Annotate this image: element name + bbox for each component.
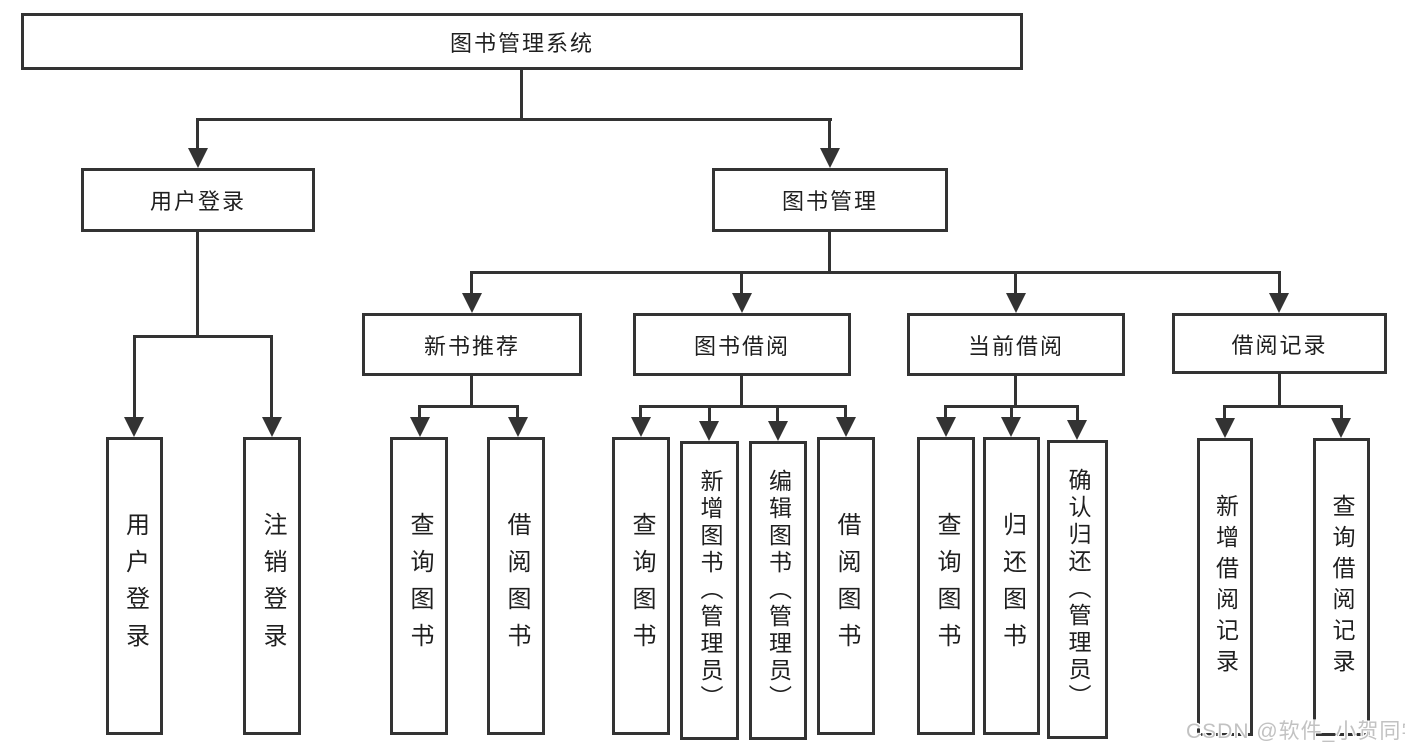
leaf-label: 确认归还（管理员） — [1065, 468, 1091, 711]
connector-line — [639, 405, 847, 408]
leaf-label: 查询图书 — [406, 512, 433, 660]
arrow-down-icon — [410, 417, 430, 437]
leaf-borrow-books-recommend: 借阅图书 — [487, 437, 545, 735]
connector-line — [196, 118, 199, 150]
leaf-label: 新增图书（管理员） — [697, 469, 723, 712]
connector-line — [520, 70, 523, 118]
connector-line — [196, 118, 832, 121]
arrow-down-icon — [820, 148, 840, 168]
node-label: 图书管理 — [781, 189, 878, 214]
connector-line — [776, 405, 779, 421]
node-label: 借阅记录 — [1231, 332, 1328, 358]
leaf-logout: 注销登录 — [243, 437, 301, 735]
arrow-down-icon — [1215, 418, 1235, 438]
watermark: CSDN @软件_小贺同学 — [1186, 720, 1405, 743]
connector-line — [1076, 405, 1079, 420]
arrow-down-icon — [508, 417, 528, 437]
leaf-label: 用户登录 — [121, 512, 149, 660]
connector-line — [270, 335, 273, 417]
arrow-down-icon — [462, 293, 482, 313]
connector-line — [1014, 271, 1017, 295]
leaf-add-books-admin: 新增图书（管理员） — [680, 441, 739, 740]
leaf-label: 借阅图书 — [833, 512, 860, 660]
node-label: 用户登录 — [149, 189, 246, 214]
connector-line — [740, 376, 743, 407]
connector-line — [133, 335, 136, 417]
node-current-borrow: 当前借阅 — [907, 313, 1125, 376]
arrow-down-icon — [124, 417, 144, 437]
node-label: 当前借阅 — [967, 333, 1064, 359]
connector-line — [1340, 405, 1343, 418]
arrow-down-icon — [188, 148, 208, 168]
connector-line — [196, 232, 199, 337]
leaf-query-books-recommend: 查询图书 — [390, 437, 448, 735]
leaf-query-books-borrow: 查询图书 — [612, 437, 670, 735]
connector-line — [470, 271, 473, 295]
connector-line — [944, 405, 947, 417]
leaf-label: 新增借阅记录 — [1212, 494, 1239, 680]
connector-line — [470, 376, 473, 407]
connector-line — [1278, 271, 1281, 295]
connector-line — [1014, 376, 1017, 407]
leaf-label: 注销登录 — [259, 512, 286, 660]
node-borrow-records: 借阅记录 — [1172, 313, 1387, 374]
arrow-down-icon — [1001, 417, 1021, 437]
arrow-down-icon — [836, 417, 856, 437]
leaf-query-borrow-record: 查询借阅记录 — [1313, 438, 1370, 736]
leaf-label: 查询借阅记录 — [1329, 494, 1355, 680]
leaf-add-borrow-record: 新增借阅记录 — [1197, 438, 1253, 736]
leaf-label: 查询图书 — [933, 512, 960, 660]
connector-line — [708, 405, 711, 421]
connector-line — [470, 271, 1281, 274]
connector-line — [639, 405, 642, 417]
leaf-label: 查询图书 — [628, 512, 655, 660]
connector-line — [418, 405, 421, 417]
leaf-label: 归还图书 — [998, 512, 1026, 660]
leaf-label: 编辑图书（管理员） — [765, 469, 792, 712]
leaf-user-login: 用户登录 — [106, 437, 163, 735]
node-label: 图书借阅 — [693, 333, 790, 359]
leaf-query-books-current: 查询图书 — [917, 437, 975, 735]
leaf-confirm-return-admin: 确认归还（管理员） — [1047, 440, 1108, 739]
connector-line — [516, 405, 519, 417]
arrow-down-icon — [768, 421, 788, 441]
arrow-down-icon — [699, 421, 719, 441]
arrow-down-icon — [1269, 293, 1289, 313]
leaf-borrow-books: 借阅图书 — [817, 437, 875, 735]
connector-line — [1010, 405, 1013, 417]
connector-line — [418, 405, 519, 408]
leaf-label: 借阅图书 — [503, 512, 530, 660]
arrow-down-icon — [631, 417, 651, 437]
node-book-management: 图书管理 — [712, 168, 948, 232]
leaf-edit-books-admin: 编辑图书（管理员） — [749, 441, 807, 740]
leaf-return-books: 归还图书 — [983, 437, 1040, 735]
connector-line — [828, 118, 831, 150]
arrow-down-icon — [732, 293, 752, 313]
node-label: 新书推荐 — [423, 333, 520, 359]
node-user-login: 用户登录 — [81, 168, 315, 232]
node-new-book-recommend: 新书推荐 — [362, 313, 582, 376]
arrow-down-icon — [262, 417, 282, 437]
arrow-down-icon — [1331, 418, 1351, 438]
connector-line — [844, 405, 847, 417]
arrow-down-icon — [1006, 293, 1026, 313]
node-library-system: 图书管理系统 — [21, 13, 1023, 70]
arrow-down-icon — [936, 417, 956, 437]
connector-line — [133, 335, 273, 338]
connector-line — [828, 232, 831, 273]
connector-line — [1223, 405, 1226, 418]
node-label: 图书管理系统 — [449, 30, 594, 56]
connector-line — [1223, 405, 1343, 408]
connector-line — [740, 271, 743, 295]
arrow-down-icon — [1067, 420, 1087, 440]
node-book-borrow: 图书借阅 — [633, 313, 851, 376]
connector-line — [1278, 374, 1281, 407]
